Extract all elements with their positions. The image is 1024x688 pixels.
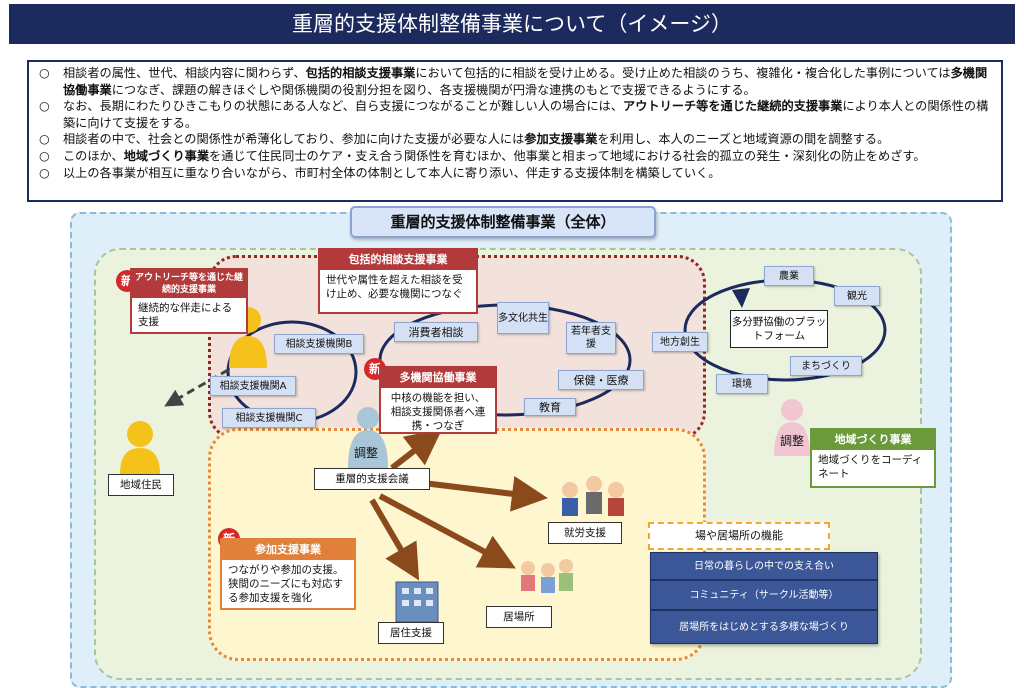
ba-header: 場や居場所の機能 — [648, 522, 830, 550]
community-group-icon — [521, 559, 573, 593]
chip-kankyo: 環境 — [716, 374, 768, 394]
text: により本人との関係性の構築に向けて支援をする。 — [63, 99, 989, 130]
bold-text: アウトリーチ等を通じた継続的支援事業 — [623, 99, 843, 114]
sanka-card: 参加支援事業 つながりや参加の支援。狭間のニーズにも対応する参加支援を強化 — [220, 538, 356, 610]
takikan-body: 中核の機能を担い、相談支援関係者へ連携・つなぎ — [390, 392, 486, 432]
arrow-to-shuro — [414, 475, 548, 512]
bold-text: 地域づくり事業 — [123, 148, 210, 163]
chip-hoken: 保健・医療 — [558, 370, 644, 390]
bold-text: 多機関協働事業 — [63, 66, 988, 97]
kyoju-box: 居住支援 — [378, 622, 444, 644]
person-resident-icon — [120, 421, 160, 474]
houkatsu-card: 包括的相談支援事業 世代や属性を超えた相談を受け止め、必要な機関につなぐ — [318, 248, 478, 314]
bullet-mark: ○ — [39, 148, 50, 163]
text: 以上の各事業が相互に重なり合いながら、市町村全体の体制として本人に寄り添い、伴走… — [63, 165, 721, 180]
ba-item: 日常の暮らしの中での支え合い — [650, 552, 878, 580]
summary-bullet-3: ○ 相談者の中で、社会との関係性が希薄化しており、参加に向けた支援が必要な人には参… — [39, 131, 991, 148]
jujuso-kaigi-box: 重層的支援会議 — [314, 468, 430, 490]
chousei-label: 調整 — [778, 432, 807, 449]
arrow-to-takikan — [390, 428, 443, 471]
bullet-mark: ○ — [39, 165, 50, 180]
summary-bullet-2: ○ なお、長期にわたりひきこもりの状態にある人など、自ら支援につながることが難しい… — [39, 98, 991, 131]
houkatsu-body: 世代や属性を超えた相談を受け止め、必要な機関につなぐ — [326, 274, 463, 300]
platform-box: 多分野協働のプラットフォーム — [730, 310, 828, 348]
chip-machi: まちづくり — [790, 356, 862, 376]
text: を通じて住民同士のケア・支え合う関係性を育むほか、他事業と相まって地域における社… — [209, 148, 926, 163]
chiiki-jumin-box: 地域住民 — [108, 474, 174, 496]
takikan-card: 多機関協働事業 中核の機能を担い、相談支援関係者へ連携・つなぎ — [379, 366, 497, 434]
ibasho-box: 居場所 — [486, 606, 552, 628]
bullet-mark: ○ — [39, 99, 50, 114]
text: につなぎ、課題の解きほぐしや関係機関の役割分担を図り、各支援機関が円滑な連携のも… — [111, 82, 756, 97]
chip-soudan-b: 相談支援機関B — [274, 334, 364, 354]
outreach-card: アウトリーチ等を通じた継続的支援事業 継続的な伴走による支援 — [130, 268, 248, 334]
housing-building-icon — [395, 581, 439, 623]
chip-soudan-a: 相談支援機関A — [210, 376, 296, 396]
bullet-mark: ○ — [39, 66, 50, 80]
outreach-body: 継続的な伴走による支援 — [138, 302, 233, 328]
houkatsu-head: 包括的相談支援事業 — [320, 250, 476, 270]
summary-bullet-5: ○ 以上の各事業が相互に重なり合いながら、市町村全体の体制として本人に寄り添い、伴… — [39, 165, 991, 182]
shuro-box: 就労支援 — [548, 522, 622, 544]
bold-text: 参加支援事業 — [524, 132, 598, 147]
takikan-head: 多機関協働事業 — [381, 368, 495, 388]
chip-tabunka: 多文化共生 — [497, 302, 549, 334]
chip-jakunen: 若年者支援 — [566, 322, 616, 354]
summary-box: ○ 相談者の属性、世代、相談内容に関わらず、包括的相談支援事業において包括的に相談… — [27, 60, 1003, 202]
chiiki-zukuri-body: 地域づくりをコーディネート — [818, 454, 923, 480]
ba-item: コミュニティ（サークル活動等） — [650, 580, 878, 610]
main-header: 重層的支援体制整備事業（全体） — [350, 206, 656, 238]
platform-loop-arrow — [732, 288, 750, 308]
summary-bullet-4: ○ このほか、地域づくり事業を通じて住民同士のケア・支え合う関係性を育むほか、他事… — [39, 148, 991, 165]
bold-text: 包括的相談支援事業 — [305, 66, 416, 80]
chousei-label: 調整 — [352, 444, 381, 461]
sanka-body: つながりや参加の支援。狭間のニーズにも対応する参加支援を強化 — [228, 564, 344, 604]
arrow-to-ibasho — [378, 493, 516, 569]
text: を利用し、本人のニーズと地域資源の間を調整する。 — [597, 132, 890, 147]
ba-item: 居場所をはじめとする多様な場づくり — [650, 610, 878, 644]
outreach-head: アウトリーチ等を通じた継続的支援事業 — [132, 270, 246, 298]
workers-group-icon — [562, 476, 624, 516]
chip-kyoiku: 教育 — [524, 398, 576, 416]
summary-bullet-1: ○ 相談者の属性、世代、相談内容に関わらず、包括的相談支援事業において包括的に相談… — [39, 65, 991, 98]
chiiki-zukuri-head: 地域づくり事業 — [812, 430, 934, 450]
text: 相談者の属性、世代、相談内容に関わらず、 — [63, 66, 306, 80]
chiiki-zukuri-card: 地域づくり事業 地域づくりをコーディネート — [810, 428, 936, 488]
text: このほか、 — [63, 148, 124, 163]
chip-shohisha: 消費者相談 — [394, 322, 478, 342]
text: において包括的に相談を受け止める。受け止めた相談のうち、複雑化・複合化した事例に… — [415, 66, 951, 80]
arrow-to-kyoju — [369, 498, 420, 581]
outreach-arrow — [164, 368, 229, 407]
text: 相談者の中で、社会との関係性が希薄化しており、参加に向けた支援が必要な人には — [63, 132, 525, 147]
bullet-mark: ○ — [39, 132, 50, 147]
text: なお、長期にわたりひきこもりの状態にある人など、自ら支援につながることが難しい人… — [63, 99, 624, 114]
chip-kanko: 観光 — [834, 286, 880, 306]
page-title: 重層的支援体制整備事業について（イメージ） — [9, 4, 1015, 44]
chip-chihou: 地方創生 — [652, 332, 708, 352]
chip-nougyo: 農業 — [764, 266, 814, 286]
sanka-head: 参加支援事業 — [222, 540, 354, 560]
chip-soudan-c: 相談支援機関C — [222, 408, 316, 428]
